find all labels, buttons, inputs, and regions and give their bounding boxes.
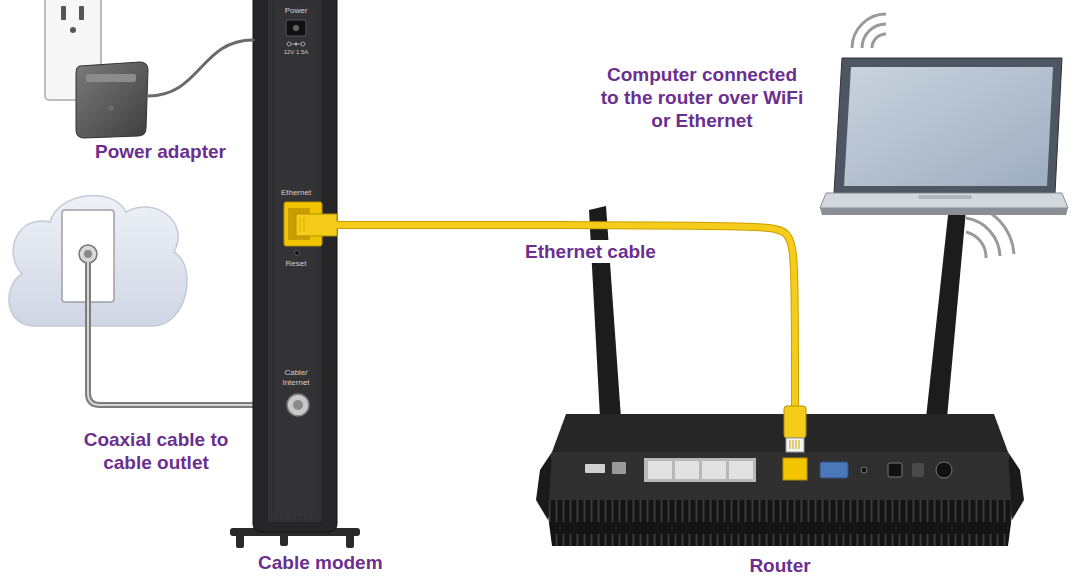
router-body-part <box>912 463 924 477</box>
plug-contact <box>796 440 797 449</box>
port-label: Cable/ Internet <box>274 368 318 388</box>
laptop <box>820 14 1068 215</box>
wall-outlet-part <box>61 6 66 20</box>
router-body-part <box>783 458 807 480</box>
cable-modem-body-part <box>268 0 322 522</box>
cable-modem-body-part <box>287 394 309 416</box>
laptop-part <box>852 14 886 48</box>
router-body-part <box>612 462 626 474</box>
cable-modem-body <box>230 0 360 548</box>
laptop-part <box>834 58 1062 193</box>
router-body-part <box>546 500 1014 546</box>
ethernet-cable <box>337 225 806 452</box>
laptop-part <box>918 195 972 199</box>
cable-outlet-cloud-part <box>9 196 187 326</box>
power-adapter: Power adapter <box>76 62 148 138</box>
cable-outlet-cloud-part <box>79 245 97 263</box>
laptop-part <box>820 208 1068 215</box>
laptop-part <box>862 24 886 48</box>
node-label: Computer connected to the router over Wi… <box>598 63 806 132</box>
node-label: Cable modem <box>258 551 383 574</box>
wall-outlet-part <box>70 27 76 33</box>
router-body-part <box>729 461 753 479</box>
cable-modem-body-part <box>296 214 337 236</box>
cable-modem-body-part <box>287 42 291 46</box>
cable-modem-body-part <box>253 0 337 532</box>
router-body-part <box>936 462 952 478</box>
router-body-part <box>820 462 848 478</box>
power-adapter-body-part <box>108 105 114 111</box>
router-body-part <box>702 461 726 479</box>
cable-modem-body-part <box>298 44 301 45</box>
cable-callout: Coaxial cable to cable outlet <box>60 428 252 474</box>
power-cord <box>148 40 253 96</box>
cable-modem-body-part <box>274 2 316 516</box>
cable-modem-body-part <box>294 42 297 45</box>
power-adapter-body-part <box>86 74 136 82</box>
router-body-part <box>585 464 605 473</box>
cable-outlet-cloud <box>9 196 187 326</box>
cable-line <box>148 40 253 96</box>
cable-modem-body-part <box>300 218 301 232</box>
router: Router <box>548 452 1012 548</box>
plug-contact <box>793 440 794 449</box>
cable-modem-body-part <box>346 530 354 548</box>
power-adapter-body <box>76 62 148 138</box>
laptop-part <box>872 34 886 48</box>
router-body-part <box>589 206 621 418</box>
cable-modem: Cable modem <box>253 0 337 540</box>
router-body-part <box>1008 452 1024 520</box>
port-label: Ethernet <box>276 188 316 198</box>
router-body-part <box>648 461 672 479</box>
laptop-part <box>820 193 1068 208</box>
router-body-part <box>926 206 966 418</box>
cable-outlet-cloud-part <box>84 250 92 258</box>
laptop-part <box>844 67 1053 186</box>
router-body-part <box>861 467 867 473</box>
router-body-part <box>675 461 699 479</box>
power-adapter-body-part <box>76 62 148 138</box>
router-body-part <box>644 458 756 482</box>
cable-outline <box>337 225 795 412</box>
cable-modem-body-part <box>293 400 303 410</box>
router-body-part <box>966 218 1000 256</box>
router-body-part <box>966 232 986 258</box>
plug-contact <box>790 440 791 449</box>
router-body-part <box>888 463 902 477</box>
port-label: Reset <box>276 259 316 269</box>
router-body-part <box>546 452 1014 500</box>
cable-modem-body-part <box>293 25 299 31</box>
cable-modem-body-part <box>236 530 244 548</box>
plug-body <box>784 406 806 438</box>
cable-modem-body-part <box>295 251 300 256</box>
plug-tip <box>786 438 804 452</box>
cable-line <box>337 225 795 412</box>
wall-outlet-part <box>79 6 84 20</box>
plug-contact <box>799 440 800 449</box>
power-rating: 12V 1.5A <box>270 48 322 56</box>
node-label: Router <box>749 554 810 577</box>
router-body-part <box>552 414 1008 452</box>
node-label: Power adapter <box>95 140 226 163</box>
cable-modem-body-part <box>291 44 294 45</box>
cable-modem-body-part <box>286 20 306 36</box>
cable-modem-body-part <box>304 218 305 232</box>
router-body-part <box>536 452 552 520</box>
edge-label: Ethernet cable <box>522 240 659 263</box>
computer: Computer connected to the router over Wi… <box>818 55 1068 220</box>
port-label: Power <box>276 6 316 16</box>
cable-modem-body-part <box>301 42 305 46</box>
